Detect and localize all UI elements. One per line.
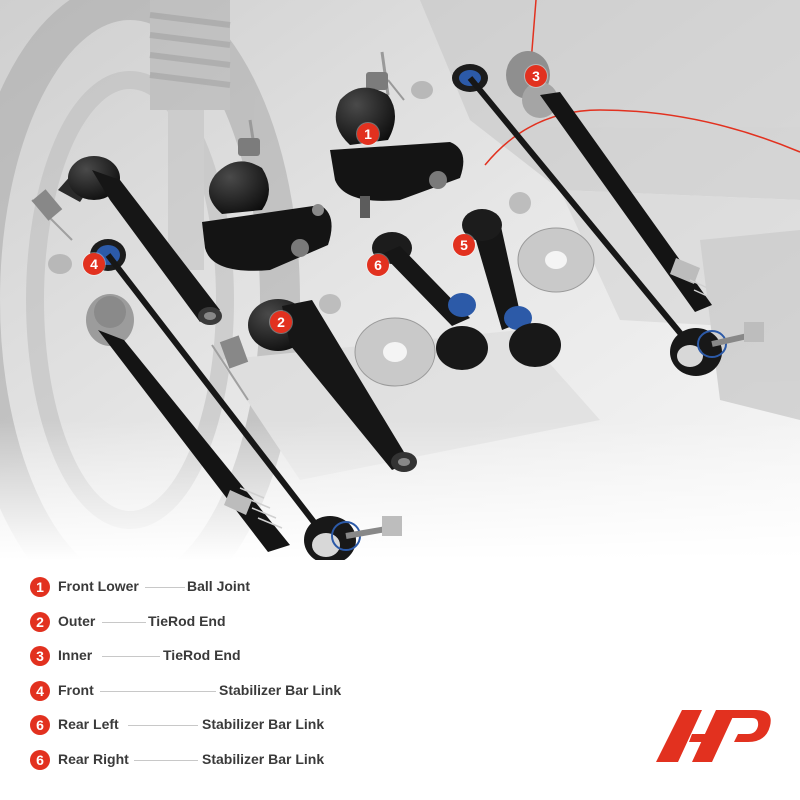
stabilizer-link-long-left <box>48 239 402 560</box>
legend-leader-line <box>145 587 185 588</box>
legend-row: 2 Outer TieRod End <box>30 609 590 644</box>
legend-part-name: Stabilizer Bar Link <box>202 716 325 732</box>
legend-leader-line <box>134 759 198 761</box>
legend-position: Outer <box>58 612 96 629</box>
legend-row: 1 Front Lower Ball Joint <box>30 574 590 609</box>
legend-part-name: TieRod End <box>163 647 241 663</box>
stabilizer-link-short-5 <box>462 192 561 367</box>
legend-number-badge: 1 <box>30 577 50 597</box>
legend-number-badge: 6 <box>30 715 50 735</box>
legend-number-badge: 3 <box>30 646 50 666</box>
legend-leader-line <box>100 690 216 692</box>
washer-left <box>354 317 436 387</box>
legend-position: Front <box>58 681 94 698</box>
callout-marker-1: 1 <box>357 123 379 145</box>
ball-joint-large <box>330 51 464 218</box>
legend-part-name: Stabilizer Bar Link <box>219 681 342 698</box>
legend-row: 3 Inner TieRod End <box>30 643 590 678</box>
legend-leader-line <box>102 656 160 657</box>
legend-row: 4 Front Stabilizer Bar Link <box>30 678 590 713</box>
callout-marker-6: 6 <box>367 254 389 276</box>
legend-position: Rear Right <box>58 750 129 767</box>
inner-tie-rod-left <box>86 294 290 552</box>
legend-position: Rear Left <box>58 716 119 732</box>
legend-number-badge: 6 <box>30 749 50 770</box>
legend-row: 6 Rear Left Stabilizer Bar Link <box>30 712 590 747</box>
legend-number-badge: 4 <box>30 680 50 701</box>
callout-marker-2: 2 <box>270 311 292 333</box>
ap-brand-logo-icon <box>656 710 771 762</box>
outer-tie-rod-end-left <box>31 156 222 325</box>
callout-marker-3: 3 <box>525 65 547 87</box>
legend-part-name: TieRod End <box>148 612 226 629</box>
legend-leader-line <box>128 725 198 726</box>
suspension-parts-photo <box>0 0 800 560</box>
ball-joint-small <box>202 119 332 271</box>
legend-position: Front Lower <box>58 578 139 594</box>
stabilizer-link-long-right <box>411 64 764 376</box>
legend-leader-line <box>102 621 146 623</box>
callout-marker-4: 4 <box>83 253 105 275</box>
legend-number-badge: 2 <box>30 611 50 632</box>
legend-position: Inner <box>58 647 93 663</box>
callout-marker-5: 5 <box>453 234 475 256</box>
washer-right <box>517 227 595 293</box>
legend-part-name: Ball Joint <box>187 578 251 594</box>
parts-legend: 1 Front Lower Ball Joint 2 Outer TieRod … <box>30 574 590 781</box>
legend-row: 6 Rear Right Stabilizer Bar Link <box>30 747 590 782</box>
legend-part-name: Stabilizer Bar Link <box>202 750 325 767</box>
